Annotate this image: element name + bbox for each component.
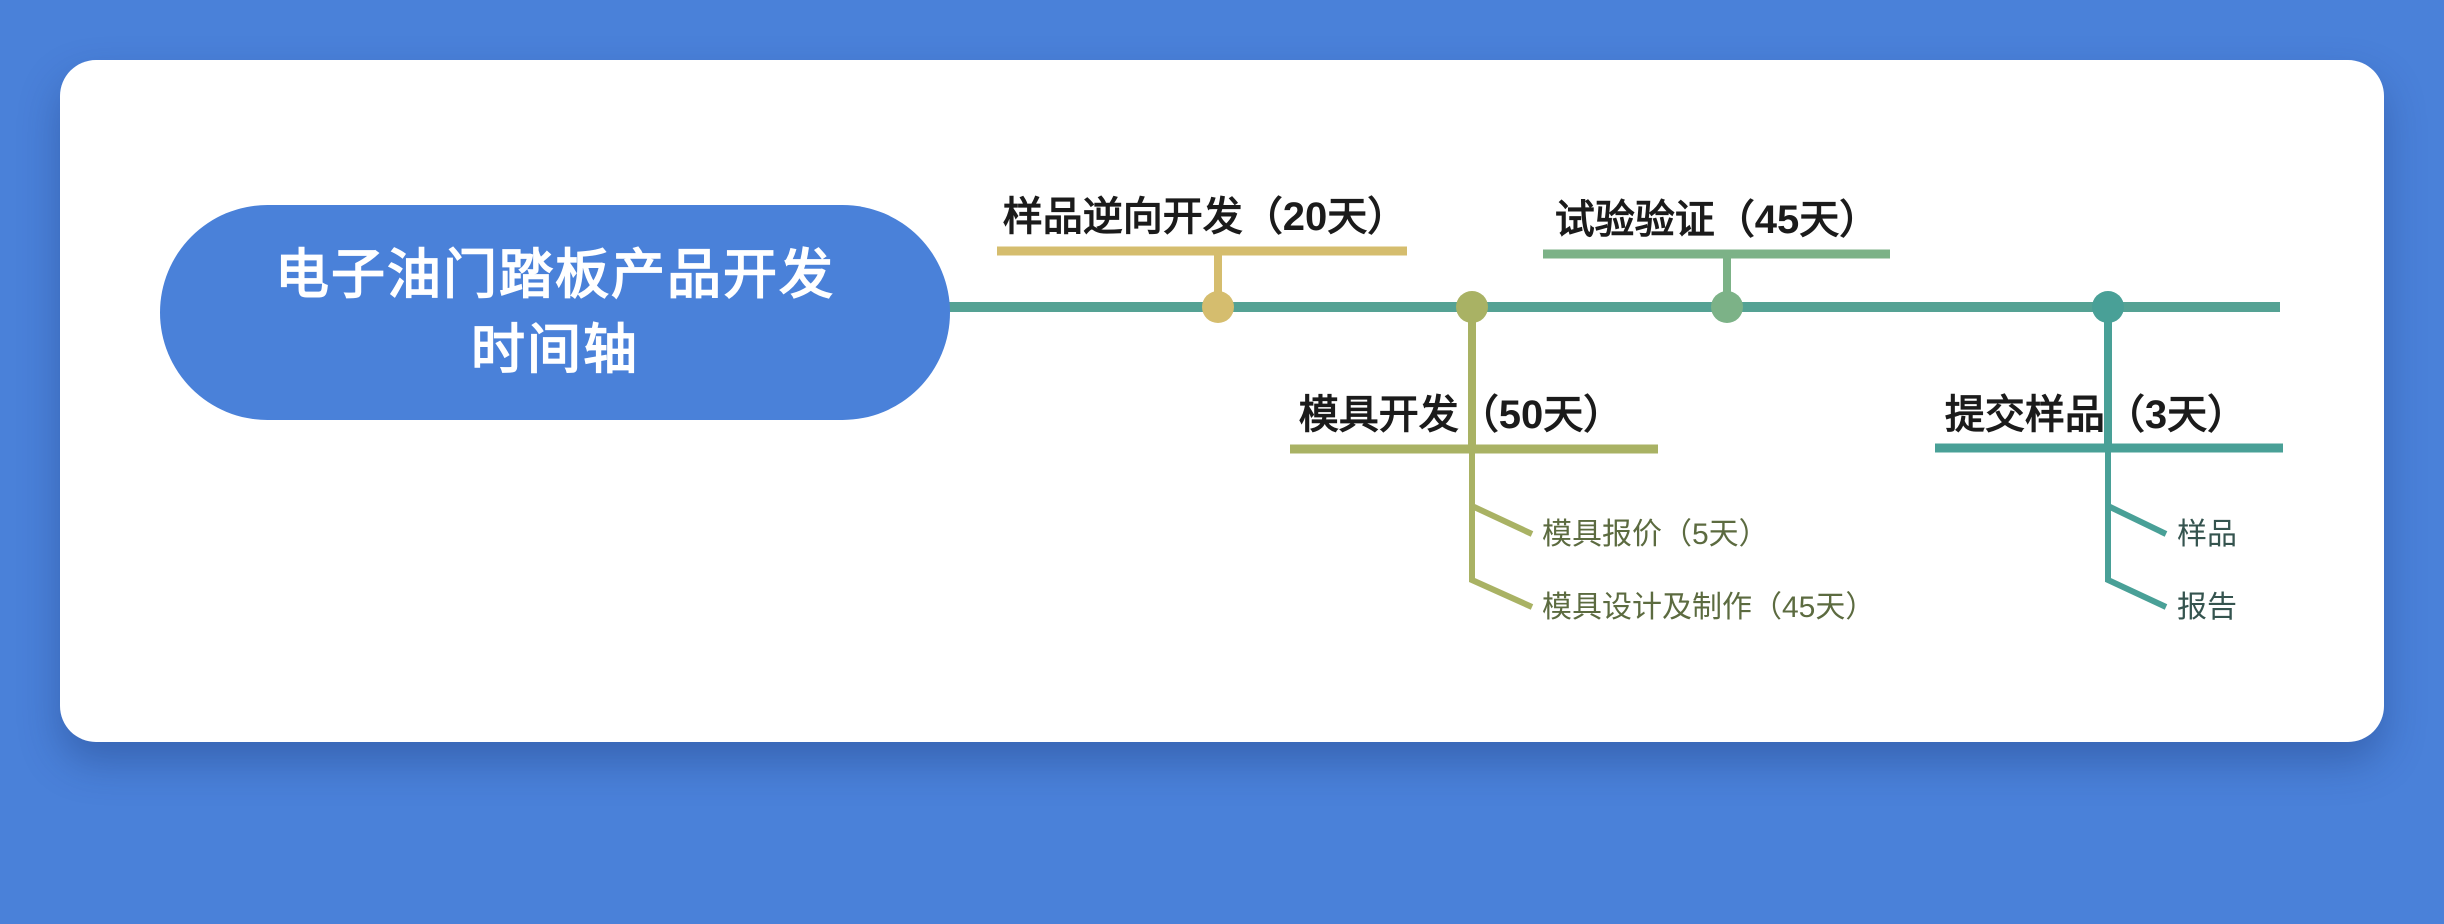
child-topic-yangpin[interactable]: 样品 xyxy=(2177,518,2237,551)
root-title-line1: 电子油门踏板产品开发 xyxy=(275,244,835,305)
branch-topic-muju-kaifa[interactable]: 模具开发（50天） xyxy=(1298,393,1624,437)
child-connector-tijiao-yangpin xyxy=(2105,448,2168,537)
branch-topic-tijiao-yangpin[interactable]: 提交样品（3天） xyxy=(1944,393,2248,437)
timeline-dot-tijiao xyxy=(2092,291,2124,323)
root-topic-node[interactable]: 电子油门踏板产品开发 时间轴 xyxy=(160,205,950,420)
timeline-dot-yangpin xyxy=(1202,291,1234,323)
branch-topic-yangpin-nixiang-kaifa[interactable]: 样品逆向开发（20天） xyxy=(1002,195,1408,239)
child-connector-muju-sheji xyxy=(1469,506,1534,610)
child-topic-muju-sheji-zhizuo[interactable]: 模具设计及制作（45天） xyxy=(1542,591,1876,624)
timeline-dot-muju xyxy=(1456,291,1488,323)
branch-topic-shiyan-yanzheng[interactable]: 试验验证（45天） xyxy=(1554,198,1880,242)
root-title-line2: 时间轴 xyxy=(471,319,639,380)
timeline-dot-shiyan xyxy=(1711,291,1743,323)
child-topic-baogao[interactable]: 报告 xyxy=(2177,591,2237,624)
root-topic-title: 电子油门踏板产品开发 时间轴 xyxy=(275,238,835,388)
child-connector-muju-baojia xyxy=(1469,449,1534,537)
child-topic-muju-baojia[interactable]: 模具报价（5天） xyxy=(1542,518,1769,551)
child-connector-tijiao-baogao xyxy=(2105,506,2168,610)
